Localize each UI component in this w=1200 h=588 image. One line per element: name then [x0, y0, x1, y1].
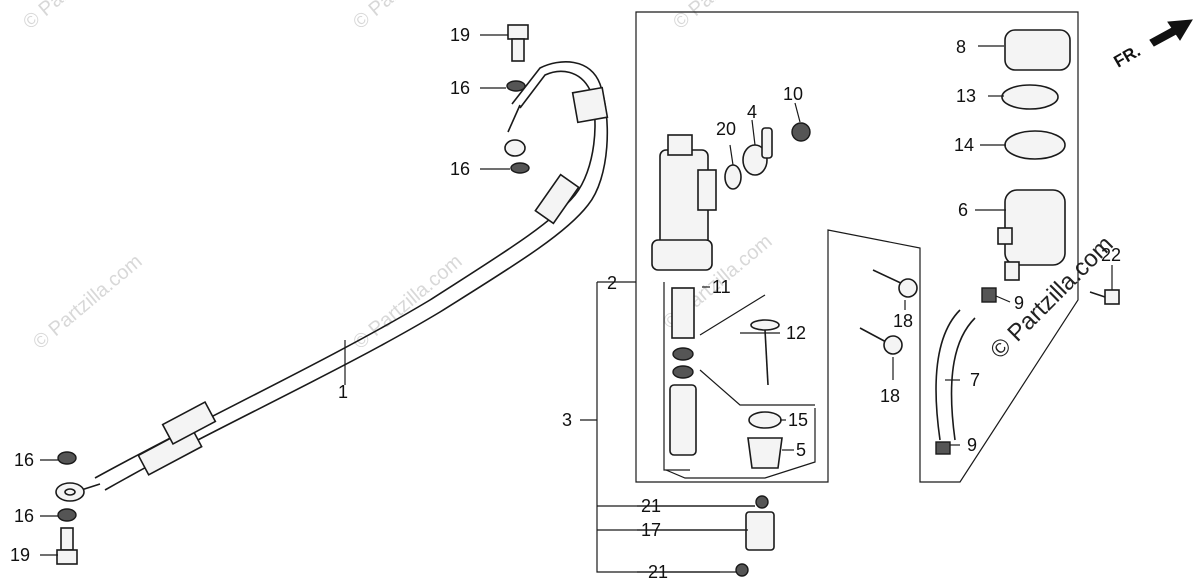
- part-bolt-22: [1089, 289, 1120, 305]
- front-label: FR.: [1111, 41, 1144, 71]
- part-bolt-19-bottom: [56, 527, 78, 565]
- part-washer-16-c: [57, 451, 77, 465]
- front-direction-indicator: FR.: [1111, 19, 1193, 71]
- callout-14: 14: [954, 135, 974, 155]
- callout-17: 17: [641, 520, 661, 540]
- callout-19-top: 19: [450, 25, 470, 45]
- leader-lines: [40, 34, 1113, 573]
- part-bolt-19-top: [507, 24, 529, 62]
- part-washer-16-a: [506, 80, 526, 92]
- callout-15: 15: [788, 410, 808, 430]
- callout-21-a: 21: [641, 496, 661, 516]
- master-cylinder-outline: [597, 11, 1079, 483]
- part-reservoir-cap: [1001, 29, 1071, 160]
- callout-4: 4: [747, 102, 757, 122]
- callout-9-a: 9: [1014, 293, 1024, 313]
- callout-22: 22: [1101, 245, 1121, 265]
- part-push-rod: [750, 319, 780, 386]
- callout-20: 20: [716, 119, 736, 139]
- part-bolts-18: [859, 269, 918, 355]
- callout-12: 12: [786, 323, 806, 343]
- part-circlip-15: [748, 411, 782, 429]
- part-washer-16-b: [510, 162, 530, 174]
- part-reservoir-hose: [935, 309, 961, 441]
- watermark: © Partzilla.com: [19, 0, 136, 34]
- callout-16-a: 16: [450, 78, 470, 98]
- part-hose: [55, 61, 609, 502]
- callout-18-b: 18: [880, 386, 900, 406]
- watermark: © Partzilla.com: [669, 0, 786, 34]
- callout-19-bottom: 19: [10, 545, 30, 565]
- watermark: © Partzilla.com: [349, 0, 466, 34]
- part-hose-clamp-b: [935, 441, 951, 455]
- callout-8: 8: [956, 37, 966, 57]
- part-hose-clamp-a: [981, 287, 997, 303]
- part-fitting-small: [724, 122, 811, 190]
- part-washer-16-d: [57, 508, 77, 522]
- callout-16-b: 16: [450, 159, 470, 179]
- watermark: © Partzilla.com: [349, 250, 466, 353]
- callout-18-a: 18: [893, 311, 913, 331]
- callout-10: 10: [783, 84, 803, 104]
- callout-13: 13: [956, 86, 976, 106]
- callout-11: 11: [712, 277, 731, 297]
- callout-6: 6: [958, 200, 968, 220]
- part-piston-kit: [669, 287, 697, 456]
- callout-labels: 19 16 16 1 16 16 19 2 3 11 12 15 5 20 4 …: [10, 25, 1121, 582]
- part-boot-5: [747, 437, 783, 469]
- callout-2: 2: [607, 273, 617, 293]
- part-master-cylinder: [651, 134, 717, 271]
- watermark: © Partzilla.com: [29, 250, 146, 353]
- callout-3: 3: [562, 410, 572, 430]
- part-reservoir: [997, 189, 1066, 281]
- callout-5: 5: [796, 440, 806, 460]
- callout-16-d: 16: [14, 506, 34, 526]
- callout-7: 7: [970, 370, 980, 390]
- callout-1: 1: [338, 382, 348, 402]
- callout-21-b: 21: [648, 562, 668, 582]
- callout-9-b: 9: [967, 435, 977, 455]
- front-arrow-icon: [1149, 19, 1193, 47]
- callout-16-c: 16: [14, 450, 34, 470]
